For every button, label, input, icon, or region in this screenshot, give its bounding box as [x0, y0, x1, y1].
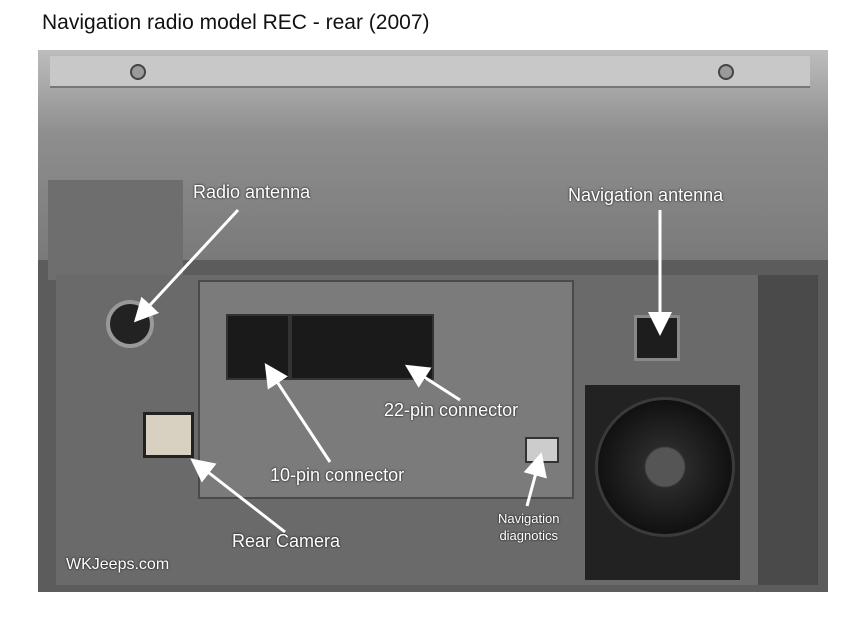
watermark: WKJeeps.com: [66, 556, 170, 573]
image-title: Navigation radio model REC - rear (2007): [42, 11, 430, 34]
arrow-22-pin: [404, 364, 461, 402]
cover-lip: [50, 56, 810, 88]
cooling-fan-housing: [585, 385, 740, 580]
screw: [718, 64, 734, 80]
connector-board: [198, 280, 574, 499]
screw: [130, 64, 146, 80]
arrow-radio-antenna: [133, 208, 240, 323]
label-rear-camera: Rear Camera: [232, 531, 341, 551]
navigation-antenna-jack: [634, 315, 680, 361]
label-radio-antenna: Radio antenna: [193, 182, 311, 202]
label-22-pin-connector: 22-pin connector: [384, 400, 519, 420]
label-navigation-antenna: Navigation antenna: [568, 185, 724, 205]
arrow-10-pin: [264, 362, 332, 463]
rear-camera-connector: [143, 412, 194, 458]
label-10-pin-connector: 10-pin connector: [270, 465, 405, 485]
arrow-rear-camera: [190, 458, 286, 534]
label-nav-diag-line1: Navigation: [498, 511, 560, 526]
radio-antenna-jack: [106, 300, 154, 348]
label-navigation-diagnostics: Navigation diagnotics: [498, 510, 559, 544]
side-bracket: [48, 180, 183, 280]
arrow-nav-diagnostics: [523, 452, 547, 507]
label-nav-diag-line2: diagnotics: [499, 528, 558, 543]
radio-rear-photo: [38, 50, 828, 592]
side-rail: [758, 275, 818, 585]
cooling-fan: [595, 397, 735, 537]
